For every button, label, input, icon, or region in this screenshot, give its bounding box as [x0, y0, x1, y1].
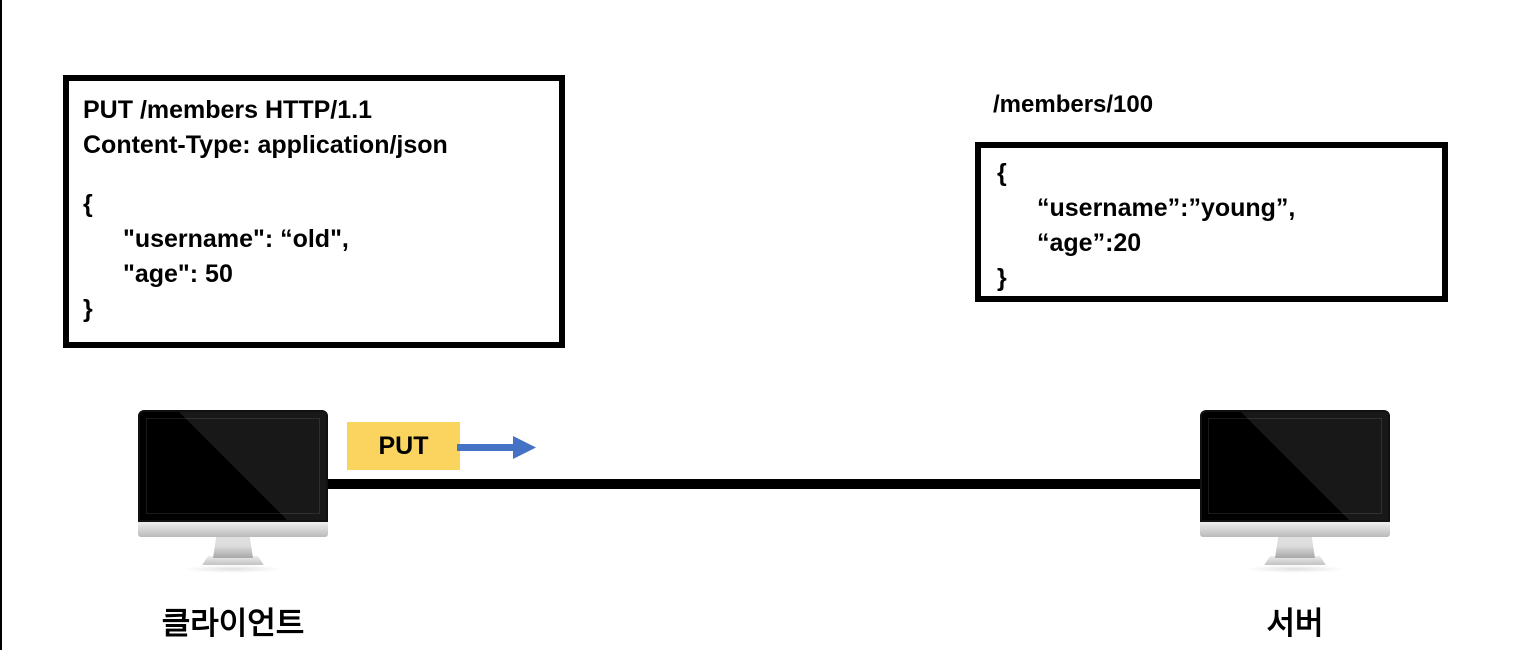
- json-field-age: "age": 50: [123, 260, 233, 288]
- json-field-username: “username”:”young”,: [1037, 194, 1296, 222]
- request-line: PUT /members HTTP/1.1: [83, 96, 372, 124]
- monitor-screen: [1200, 410, 1390, 522]
- monitor-shadow: [183, 565, 283, 573]
- server-label: 서버: [1266, 606, 1324, 641]
- json-field-age: “age”:20: [1037, 229, 1142, 257]
- put-method-label: PUT: [378, 431, 429, 460]
- client-monitor-icon: [138, 410, 328, 573]
- client-server-connection-line: [328, 479, 1202, 489]
- json-open-brace: {: [997, 159, 1007, 187]
- monitor-chin: [138, 522, 328, 537]
- http-request-box: PUT /members HTTP/1.1 Content-Type: appl…: [63, 75, 565, 348]
- server-monitor-icon: [1200, 410, 1390, 573]
- client-label: 클라이언트: [161, 606, 305, 641]
- monitor-base: [202, 556, 264, 565]
- json-field-username: "username": “old",: [123, 225, 349, 253]
- json-close-brace: }: [83, 295, 93, 323]
- monitor-shadow: [1245, 565, 1345, 573]
- monitor-stand: [1275, 537, 1315, 558]
- right-arrow-icon: [457, 436, 536, 459]
- monitor-screen: [138, 410, 328, 522]
- monitor-base: [1264, 556, 1326, 565]
- monitor-stand: [213, 537, 253, 558]
- resource-path-label: /members/100: [993, 91, 1154, 118]
- monitor-chin: [1200, 522, 1390, 537]
- slide-left-border: [0, 0, 2, 650]
- json-close-brace: }: [997, 264, 1007, 292]
- http-request-headers: PUT /members HTTP/1.1 Content-Type: appl…: [83, 93, 551, 163]
- server-resource-box: { “username”:”young”, “age”:20 }: [975, 142, 1448, 302]
- json-open-brace: {: [83, 190, 93, 218]
- content-type-header: Content-Type: application/json: [83, 131, 448, 159]
- put-method-badge: PUT: [347, 422, 460, 470]
